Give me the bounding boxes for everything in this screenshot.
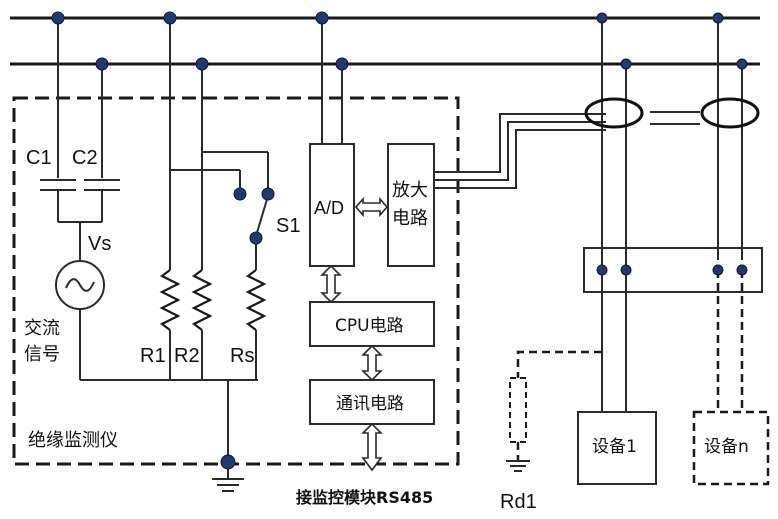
label-ad: A/D bbox=[314, 198, 344, 218]
label-c1: C1 bbox=[26, 147, 52, 169]
sine-icon bbox=[65, 278, 95, 292]
node-ad-bus-2 bbox=[335, 57, 349, 71]
devicen-box bbox=[692, 410, 770, 486]
amp-signal-line-2 bbox=[434, 121, 606, 181]
node-ad-bus-1 bbox=[315, 11, 329, 25]
terminal-block bbox=[583, 247, 763, 293]
amp-signal-line-1 bbox=[434, 113, 606, 173]
label-s1: S1 bbox=[276, 215, 300, 237]
label-ac-signal-2: 信号 bbox=[24, 344, 60, 365]
label-vs: Vs bbox=[88, 233, 111, 255]
label-r2: R2 bbox=[174, 345, 200, 367]
monitor-enclosure bbox=[12, 96, 460, 466]
node-ground bbox=[220, 454, 236, 470]
r1-resistor bbox=[159, 269, 181, 331]
node-r2-bus bbox=[195, 57, 209, 71]
label-comm: 通讯电路 bbox=[336, 394, 404, 414]
ad-cpu-arrow bbox=[320, 264, 342, 304]
cpu-comm-arrow bbox=[361, 344, 383, 382]
node-feedern-a bbox=[712, 12, 724, 24]
node-term-4 bbox=[736, 264, 748, 276]
cpu-block bbox=[309, 301, 435, 347]
node-s1-left bbox=[233, 187, 247, 201]
rd1-wire bbox=[516, 350, 602, 378]
amp-signal-line-3 bbox=[434, 129, 606, 189]
node-feedern-b bbox=[736, 58, 748, 70]
s1-blade bbox=[255, 195, 269, 237]
label-amp-1: 放大 bbox=[392, 180, 428, 201]
label-cpu: CPU电路 bbox=[335, 316, 404, 336]
ct-ring-1 bbox=[584, 97, 644, 129]
rd1-resistor bbox=[509, 377, 527, 443]
label-c2: C2 bbox=[72, 147, 98, 169]
node-term-2 bbox=[620, 264, 632, 276]
node-s1-bottom bbox=[249, 231, 263, 245]
label-ac-signal-1: 交流 bbox=[24, 318, 60, 339]
node-s1-right bbox=[261, 187, 275, 201]
node-feeder1-b bbox=[620, 58, 632, 70]
r2-resistor bbox=[191, 269, 213, 331]
node-feeder1-a bbox=[596, 12, 608, 24]
label-monitor: 绝缘监测仪 bbox=[28, 430, 118, 451]
comm-rs485-arrow bbox=[361, 422, 383, 472]
node-c2-bus bbox=[95, 57, 109, 71]
rs-resistor bbox=[245, 269, 267, 331]
device1-box bbox=[577, 411, 657, 485]
ad-block bbox=[309, 143, 355, 267]
label-devicen: 设备n bbox=[704, 437, 749, 457]
label-rs485: 接监控模块RS485 bbox=[296, 488, 433, 507]
label-device1: 设备1 bbox=[592, 437, 637, 457]
ct-ring-2 bbox=[700, 97, 760, 129]
ad-amp-arrow bbox=[354, 196, 389, 218]
node-r1-bus bbox=[163, 11, 177, 25]
label-rd1: Rd1 bbox=[500, 491, 537, 513]
node-c1-bus bbox=[51, 11, 65, 25]
node-term-1 bbox=[596, 264, 608, 276]
label-rs: Rs bbox=[230, 345, 254, 367]
node-term-3 bbox=[712, 264, 724, 276]
amplifier-block bbox=[387, 143, 435, 267]
label-amp-2: 电路 bbox=[392, 208, 428, 229]
label-r1: R1 bbox=[140, 345, 166, 367]
